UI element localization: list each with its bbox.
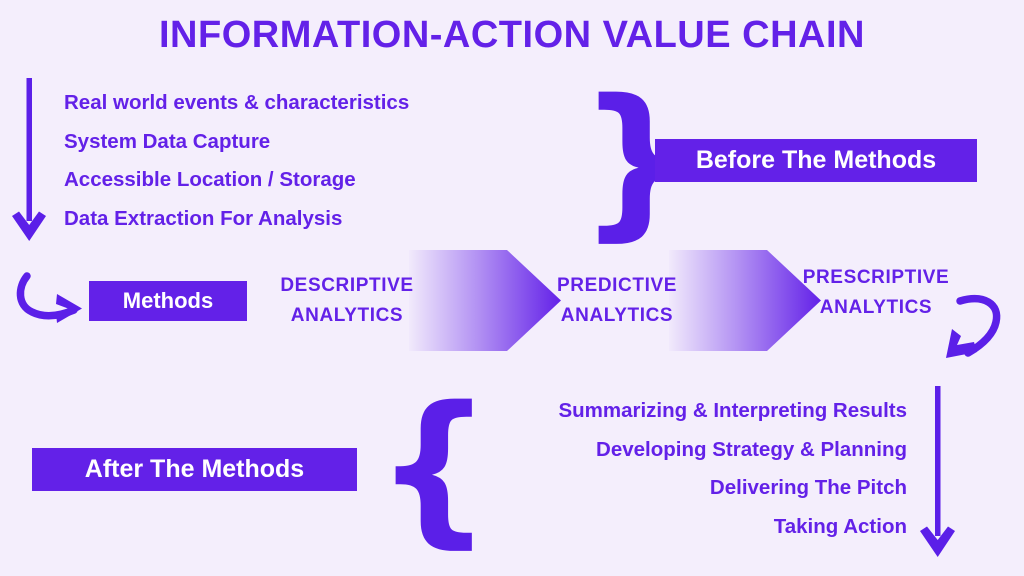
stage-label-predictive: PREDICTIVE ANALYTICS bbox=[527, 271, 707, 331]
list-item: Delivering The Pitch bbox=[709, 476, 907, 499]
list-item: Summarizing & Interpreting Results bbox=[558, 399, 907, 422]
list-item: System Data Capture bbox=[64, 129, 271, 153]
stage-label-descriptive: DESCRIPTIVE ANALYTICS bbox=[257, 271, 437, 331]
list-item: Accessible Location / Storage bbox=[64, 168, 356, 191]
list-item: Taking Action bbox=[773, 514, 907, 538]
badge-before-the-methods[interactable]: Before The Methods bbox=[655, 139, 977, 182]
stage-label-line1: PRESCRIPTIVE bbox=[802, 267, 950, 288]
curved-arrow-right-icon bbox=[10, 263, 100, 335]
stage-label-line2: ANALYTICS bbox=[819, 297, 933, 318]
list-item: Data Extraction For Analysis bbox=[64, 206, 343, 230]
curved-arrow-down-left-icon bbox=[938, 288, 1020, 366]
badge-label: Methods bbox=[122, 288, 214, 313]
page-title: INFORMATION-ACTION VALUE CHAIN bbox=[159, 14, 865, 56]
arrow-down-icon bbox=[8, 78, 56, 248]
before-methods-list: Real world events & characteristics Syst… bbox=[64, 84, 409, 238]
list-item: Real world events & characteristics bbox=[64, 91, 410, 114]
chevron-arrow-2-icon bbox=[669, 248, 821, 353]
stage-label-line1: DESCRIPTIVE bbox=[280, 275, 414, 296]
stage-label-line1: PREDICTIVE bbox=[556, 275, 678, 296]
opening-brace-icon: { bbox=[375, 371, 493, 563]
list-item: Developing Strategy & Planning bbox=[596, 437, 907, 461]
badge-methods[interactable]: Methods bbox=[89, 281, 247, 321]
stage-label-line2: ANALYTICS bbox=[560, 305, 674, 326]
badge-label: After The Methods bbox=[84, 455, 305, 483]
chevron-arrow-1-icon bbox=[409, 248, 561, 353]
arrow-down-icon bbox=[913, 386, 969, 564]
after-methods-list: Summarizing & Interpreting Results Devel… bbox=[558, 392, 907, 546]
badge-label: Before The Methods bbox=[695, 146, 937, 174]
stage-label-line2: ANALYTICS bbox=[290, 305, 404, 326]
badge-after-the-methods[interactable]: After The Methods bbox=[32, 448, 357, 491]
stage-label-prescriptive: PRESCRIPTIVE ANALYTICS bbox=[786, 263, 966, 323]
